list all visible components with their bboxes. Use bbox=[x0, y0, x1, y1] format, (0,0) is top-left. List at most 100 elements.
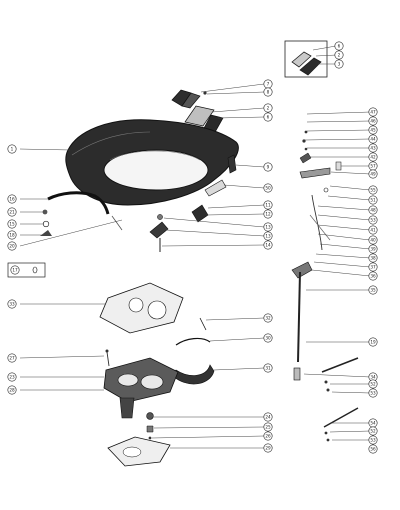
callout-number: 3 bbox=[338, 62, 341, 67]
left-hose-parts bbox=[7, 191, 123, 278]
callout-bubble bbox=[368, 244, 378, 254]
callout-bubble bbox=[263, 209, 273, 219]
callout-bubble bbox=[368, 116, 378, 126]
callout-c52: 52 bbox=[368, 379, 378, 389]
callout-number: 13 bbox=[265, 225, 271, 230]
callout-number: 44 bbox=[370, 137, 376, 142]
right-linkage-assembly bbox=[291, 111, 371, 381]
callout-c37: 37 bbox=[368, 262, 378, 272]
callout-bubble bbox=[368, 444, 378, 454]
callout-bubble bbox=[263, 162, 273, 172]
callout-c54: 54 bbox=[368, 418, 378, 428]
callout-c16: 16 bbox=[7, 194, 17, 204]
callout-bubble bbox=[368, 195, 378, 205]
callout-bubble bbox=[263, 431, 273, 441]
callout-c6a: 6 bbox=[334, 41, 344, 51]
callout-c13b: 13 bbox=[263, 231, 273, 241]
callout-number: 53 bbox=[370, 391, 376, 396]
callout-bubble bbox=[368, 271, 378, 281]
callout-c25: 25 bbox=[263, 422, 273, 432]
callout-bubble bbox=[368, 205, 378, 215]
callout-c8a: 8 bbox=[263, 87, 273, 97]
callout-bubble bbox=[368, 169, 378, 179]
callout-c48: 48 bbox=[368, 205, 378, 215]
callout-number: 53 bbox=[370, 438, 376, 443]
callout-number: 31 bbox=[265, 366, 271, 371]
callout-number: 6 bbox=[338, 44, 341, 49]
callout-bubble bbox=[263, 103, 273, 113]
callout-c56: 56 bbox=[368, 444, 378, 454]
callout-number: 41 bbox=[370, 228, 376, 233]
callout-bubble bbox=[263, 313, 273, 323]
callout-number: 50 bbox=[265, 186, 271, 191]
callout-bubble bbox=[263, 240, 273, 250]
callout-c47: 47 bbox=[368, 107, 378, 117]
callout-bubble bbox=[368, 134, 378, 144]
callout-number: 37 bbox=[370, 265, 376, 270]
callout-bubble bbox=[263, 231, 273, 241]
callout-c14: 14 bbox=[263, 240, 273, 250]
callout-c30: 30 bbox=[263, 333, 273, 343]
callout-c44: 44 bbox=[368, 134, 378, 144]
callout-number: 36 bbox=[370, 274, 376, 279]
callout-number: 28 bbox=[9, 388, 15, 393]
callout-c26: 26 bbox=[263, 431, 273, 441]
bottom-cowl bbox=[19, 119, 239, 206]
callout-c2a: 2 bbox=[334, 50, 344, 60]
callout-number: 6 bbox=[267, 115, 270, 120]
callout-bubble bbox=[7, 219, 17, 229]
callout-c6b: 6 bbox=[263, 112, 273, 122]
callout-bubble bbox=[368, 388, 378, 398]
callout-c53b: 53 bbox=[368, 388, 378, 398]
callout-c9: 9 bbox=[263, 162, 273, 172]
callout-bubble bbox=[368, 215, 378, 225]
callout-number: 38 bbox=[370, 256, 376, 261]
callout-c40: 40 bbox=[368, 235, 378, 245]
callout-c49: 49 bbox=[368, 169, 378, 179]
callout-number: 43 bbox=[370, 146, 376, 151]
callout-bubble bbox=[334, 41, 344, 51]
callout-number: 42 bbox=[370, 155, 376, 160]
callout-c34: 34 bbox=[368, 372, 378, 382]
callout-number: 8 bbox=[267, 90, 270, 95]
callout-bubble bbox=[368, 379, 378, 389]
callout-bubble bbox=[263, 112, 273, 122]
callout-bubble bbox=[7, 372, 17, 382]
callout-c53c: 53 bbox=[368, 435, 378, 445]
callout-bubble bbox=[263, 443, 273, 453]
callout-bubble bbox=[368, 107, 378, 117]
callout-number: 55 bbox=[370, 188, 376, 193]
callout-c38: 38 bbox=[368, 253, 378, 263]
callout-c29: 29 bbox=[263, 443, 273, 453]
callout-number: 24 bbox=[265, 415, 271, 420]
callout-c21: 21 bbox=[7, 207, 17, 217]
callout-c46: 46 bbox=[368, 116, 378, 126]
callout-bubble bbox=[368, 143, 378, 153]
callout-number: 15 bbox=[9, 222, 15, 227]
callout-number: 35 bbox=[370, 288, 376, 293]
callout-bubble bbox=[7, 194, 17, 204]
lower-left-parts bbox=[19, 282, 265, 467]
callout-number: 2 bbox=[267, 106, 270, 111]
callout-c19: 19 bbox=[368, 337, 378, 347]
callout-number: 20 bbox=[9, 244, 15, 249]
callout-bubble bbox=[368, 185, 378, 195]
callout-number: 47 bbox=[370, 110, 376, 115]
callout-number: 16 bbox=[9, 197, 15, 202]
callout-c18: 18 bbox=[7, 230, 17, 240]
callout-c20: 20 bbox=[7, 241, 17, 251]
callout-number: 9 bbox=[267, 165, 270, 170]
callout-number: 12 bbox=[265, 212, 271, 217]
callout-number: 53 bbox=[370, 218, 376, 223]
callout-bubble bbox=[7, 144, 17, 154]
callout-number: 34 bbox=[370, 375, 376, 380]
callout-number: 54 bbox=[370, 421, 376, 426]
callout-bubble bbox=[368, 125, 378, 135]
callout-c31: 31 bbox=[263, 363, 273, 373]
callout-c39: 39 bbox=[368, 244, 378, 254]
callout-c33: 33 bbox=[7, 299, 17, 309]
callout-bubble bbox=[263, 87, 273, 97]
callout-c57: 57 bbox=[368, 161, 378, 171]
callout-bubble bbox=[263, 363, 273, 373]
